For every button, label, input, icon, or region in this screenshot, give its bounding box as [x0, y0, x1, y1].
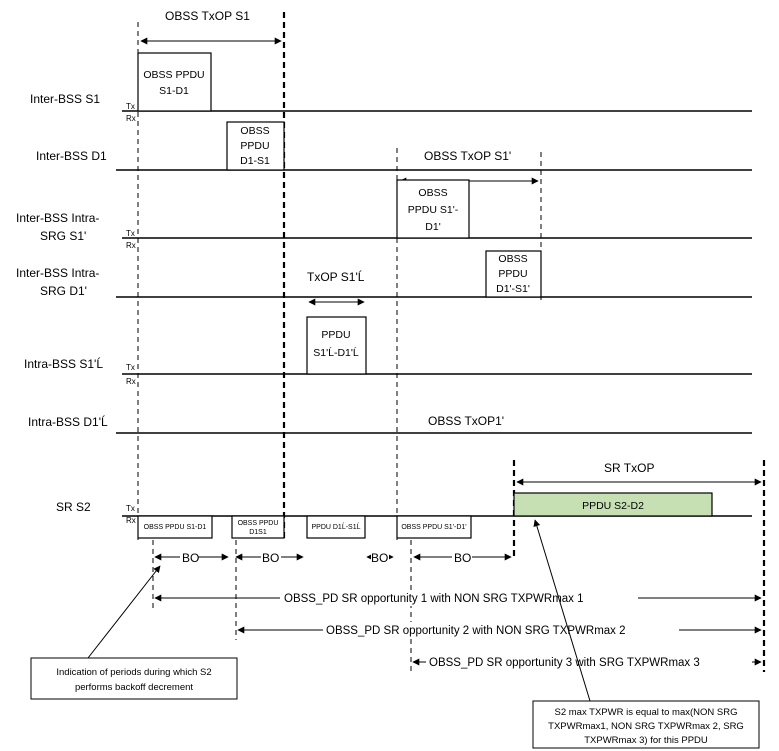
opportunity-2-label: OBSS_PD SR opportunity 2 with NON SRG TX…: [326, 625, 626, 637]
bo-label-4: BO: [454, 551, 471, 565]
rx-box-obss-d1-s1: OBSS PPDU D1S1: [231, 515, 285, 539]
rx-label: Rx: [126, 516, 136, 525]
rx-label: Rx: [126, 241, 136, 250]
max-txpwr-note: S2 max TXPWR is equal to max(NON SRG TXP…: [532, 700, 760, 749]
svg-text:PPDU D1Ĺ-S1Ĺ: PPDU D1Ĺ-S1Ĺ: [311, 522, 360, 531]
tx-label: Tx: [126, 102, 135, 111]
row-label-s1p-line2: SRG S1': [40, 229, 86, 243]
opportunity-1-label: OBSS_PD SR opportunity 1 with NON SRG TX…: [284, 593, 584, 605]
row-label-intra-d1: Intra-BSS D1'Ĺ: [28, 414, 108, 429]
svg-text:PPDU: PPDU: [240, 140, 269, 152]
tx-label: Tx: [126, 504, 135, 513]
rx-box-ppdu-d1l-s1l: PPDU D1Ĺ-S1Ĺ: [306, 515, 366, 539]
row-label-intra-s1: Intra-BSS S1'Ĺ: [24, 356, 103, 371]
svg-text:PPDU S1'-: PPDU S1'-: [408, 204, 459, 216]
txop-s1pl-label: TxOP S1'Ĺ: [307, 269, 365, 284]
rx-label: Rx: [126, 114, 136, 123]
svg-text:OBSS PPDU: OBSS PPDU: [238, 520, 279, 527]
svg-text:D1-S1: D1-S1: [240, 155, 270, 167]
svg-text:PPDU: PPDU: [498, 268, 527, 280]
svg-text:S1-D1: S1-D1: [159, 85, 189, 97]
ppdu-box-sr-s2-d2: PPDU S2-D2: [513, 492, 713, 517]
txop-obss-s1p-label: OBSS TxOP S1': [424, 149, 511, 163]
row-label-d1p-line1: Inter-BSS Intra-: [16, 266, 99, 280]
right-note-pointer: [533, 519, 591, 702]
svg-text:TXPWRmax1, NON SRG TXPWRmax 2,: TXPWRmax1, NON SRG TXPWRmax 2, SRG: [548, 721, 744, 732]
txop-obss-s1-label: OBSS TxOP S1: [165, 9, 250, 23]
svg-text:performs backoff decrement: performs backoff decrement: [75, 682, 193, 693]
svg-text:S2 max TXPWR is equal to max(N: S2 max TXPWR is equal to max(NON SRG: [554, 707, 737, 718]
left-note-pointer: [87, 565, 161, 659]
row-label-s1p-line1: Inter-BSS Intra-: [16, 211, 99, 225]
row-label-d1p-line2: SRG D1': [40, 284, 87, 298]
svg-text:OBSS PPDU S1-D1: OBSS PPDU S1-D1: [144, 524, 207, 531]
opportunity-3-label: OBSS_PD SR opportunity 3 with SRG TXPWRm…: [429, 657, 700, 669]
tx-label: Tx: [126, 229, 135, 238]
svg-text:OBSS: OBSS: [418, 187, 447, 199]
rx-label: Rx: [126, 377, 136, 386]
ppdu-box-s1p-d1p: OBSS PPDU S1'- D1': [396, 179, 470, 239]
bo-label-3: BO: [371, 551, 388, 565]
bo-label-2: BO: [262, 551, 279, 565]
rx-box-obss-s1p-d1p: OBSS PPDU S1'-D1': [396, 515, 472, 539]
txop-sr-label: SR TxOP: [604, 461, 654, 475]
svg-text:OBSS PPDU: OBSS PPDU: [143, 69, 204, 81]
row-label-sr-s2: SR S2: [56, 500, 91, 514]
ppdu-box-d1-s1: OBSS PPDU D1-S1: [226, 121, 285, 171]
svg-text:D1': D1': [425, 221, 440, 233]
bo-label-1: BO: [182, 551, 199, 565]
svg-text:D1'-S1': D1'-S1': [496, 283, 530, 295]
row-label-inter-bss-s1: Inter-BSS S1: [30, 92, 100, 106]
rx-box-obss-s1-d1: OBSS PPDU S1-D1: [137, 515, 213, 539]
ppdu-box-s1-d1: OBSS PPDU S1-D1: [137, 52, 212, 112]
tx-label: Tx: [126, 363, 135, 372]
svg-text:PPDU: PPDU: [321, 329, 350, 341]
ppdu-box-intra-s1-d1: PPDU S1'Ĺ-D1'Ĺ: [306, 316, 367, 375]
row-label-inter-bss-d1: Inter-BSS D1: [36, 149, 107, 163]
ppdu-box-d1p-s1p: OBSS PPDU D1'-S1': [485, 250, 542, 298]
svg-text:OBSS: OBSS: [240, 125, 269, 137]
svg-text:PPDU S2-D2: PPDU S2-D2: [582, 500, 644, 512]
svg-text:D1S1: D1S1: [249, 529, 267, 536]
txop-obss-p1p-label: OBSS TxOP1': [428, 414, 504, 428]
svg-text:OBSS PPDU S1'-D1': OBSS PPDU S1'-D1': [401, 524, 466, 531]
svg-text:OBSS: OBSS: [498, 253, 527, 265]
svg-text:TXPWRmax 3) for this PPDU: TXPWRmax 3) for this PPDU: [584, 735, 708, 746]
svg-text:S1'Ĺ-D1'Ĺ: S1'Ĺ-D1'Ĺ: [313, 346, 359, 359]
svg-text:Indication of periods during w: Indication of periods during which S2: [56, 667, 211, 678]
backoff-indication-note: Indication of periods during which S2 pe…: [30, 657, 238, 700]
